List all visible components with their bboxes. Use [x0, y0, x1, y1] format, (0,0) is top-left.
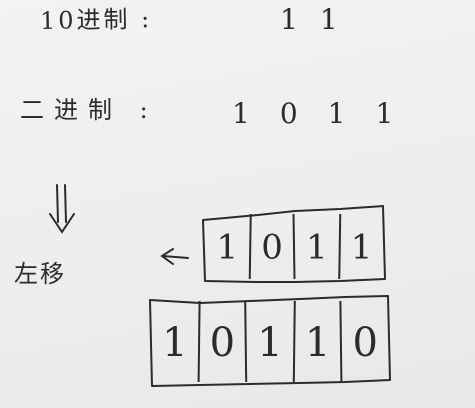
- before-shift-cell-divider: [338, 213, 342, 280]
- binary-label: 二进制 :: [20, 96, 158, 124]
- after-shift-bit: 1: [257, 320, 282, 366]
- after-shift-cell-divider: [292, 300, 296, 383]
- before-shift-cell-divider: [248, 213, 252, 280]
- before-shift-bit: 0: [261, 228, 283, 268]
- after-shift-cell-divider: [197, 300, 201, 383]
- after-shift-bit: 1: [305, 320, 330, 366]
- after-shift-cell-divider: [339, 300, 343, 383]
- before-shift-bit: 1: [306, 228, 328, 268]
- after-shift-bit: 1: [162, 320, 187, 366]
- after-shift-bit: 0: [210, 320, 235, 366]
- left-arrow-icon: [160, 248, 189, 265]
- after-shift-bit: 0: [352, 320, 377, 366]
- left-shift-label: 左移: [14, 260, 66, 288]
- binary-value: 1011: [232, 97, 424, 130]
- before-shift-cell-divider: [292, 213, 296, 280]
- before-shift-bit: 1: [217, 228, 239, 268]
- after-shift-cell-divider: [244, 300, 248, 383]
- double-down-arrow-icon: [49, 184, 75, 234]
- decimal-value: 11: [280, 3, 360, 36]
- before-shift-bit: 1: [351, 228, 373, 268]
